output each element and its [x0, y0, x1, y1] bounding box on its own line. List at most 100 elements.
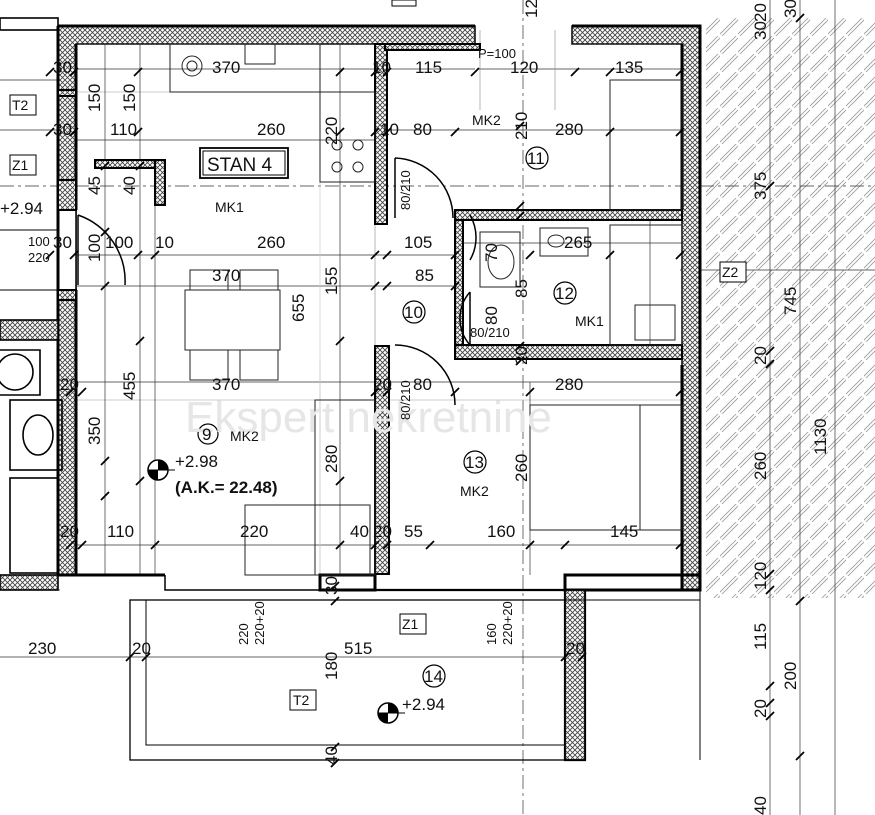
dim-label: 30 [322, 576, 341, 595]
dim-label: 370 [212, 375, 240, 394]
dim-label: 40 [350, 522, 369, 541]
dim-label: 280 [555, 375, 583, 394]
dim-label: 220 [236, 623, 251, 645]
dim-label: 40 [751, 796, 770, 815]
label-z2: Z2 [722, 264, 739, 280]
main-level: +2.98 [175, 452, 218, 471]
dim-label: 85 [512, 279, 531, 298]
dining-table [184, 269, 281, 381]
dim-label: 120 [751, 562, 770, 590]
left-level: +2.94 [0, 199, 43, 218]
dim-label: 20 [132, 639, 151, 658]
interior-walls [57, 43, 683, 575]
dim-label: 160 [484, 623, 499, 645]
dim-label: 10 [372, 58, 391, 77]
dim-label: 155 [322, 267, 341, 295]
dim-label: 10 [155, 233, 174, 252]
dim-label: 40 [120, 176, 139, 195]
exterior-hatch [706, 18, 875, 598]
dim-label: 100 [105, 233, 133, 252]
dim-label: 20 [60, 522, 79, 541]
label-z1-left: Z1 [12, 157, 29, 173]
dim-label: 30 [781, 0, 800, 18]
dim-label: 20 [751, 699, 770, 718]
dim-label: 350 [85, 417, 104, 445]
room-material-9: MK2 [230, 428, 259, 444]
dim-label: 370 [212, 266, 240, 285]
dim-label: 30 [53, 120, 72, 139]
dim-label: 20 [512, 346, 531, 365]
dim-label: 260 [257, 233, 285, 252]
room-material-13: MK2 [460, 483, 489, 499]
label-boxes [9, 0, 747, 711]
label-t2: T2 [12, 97, 29, 113]
dim-label: 230 [28, 639, 56, 658]
dim-label: 265 [564, 233, 592, 252]
sofa [244, 399, 376, 576]
watermark: Ekspert nekretnine [185, 393, 552, 442]
room-material-11: MK2 [472, 112, 501, 128]
door-label-10: 80/210 [398, 170, 413, 210]
label-p100: P=100 [478, 46, 516, 61]
dim-label: 85 [415, 266, 434, 285]
dim-label: 45 [85, 176, 104, 195]
dim-label: 280 [322, 445, 341, 473]
dim-label: 30 [53, 233, 72, 252]
apartment-area: (A.K.= 22.48) [175, 478, 278, 497]
dim-label: 115 [415, 58, 442, 77]
dim-label: 260 [751, 452, 770, 480]
dim-label: 375 [751, 172, 770, 200]
dim-label: 655 [289, 294, 308, 322]
dim-label: 150 [85, 84, 104, 112]
dim-label: 160 [487, 522, 515, 541]
dim-label: 220+20 [500, 601, 515, 645]
dim-label: 745 [781, 287, 800, 315]
kitchen-fixtures [169, 43, 376, 183]
dim-label: 180 [322, 652, 341, 680]
neighbour-left [0, 17, 63, 591]
dim-label: 80 [482, 306, 501, 325]
room-number-11: 11 [527, 149, 545, 168]
dim-label: 20 [751, 3, 770, 22]
dim-label: 220 [322, 117, 341, 145]
apartment-title: STAN 4 [207, 155, 273, 176]
dim-label: 20 [566, 639, 585, 658]
dim-label: 30 [751, 21, 770, 40]
dim-label: 40 [322, 746, 341, 765]
dim-label: 55 [404, 522, 423, 541]
label-z1-bottom: Z1 [402, 616, 419, 632]
room-number-13: 13 [465, 453, 484, 472]
dim-label: 260 [512, 454, 531, 482]
dim-label: 515 [344, 639, 372, 658]
dim-label: 100 [85, 234, 104, 262]
room-number-14: 14 [424, 667, 443, 686]
dim-label: 110 [110, 120, 137, 139]
dim-label: 210 [512, 112, 531, 140]
dim-label: 80 [413, 120, 432, 139]
dim-label: 100 [28, 234, 50, 249]
dim-label: 115 [751, 623, 770, 650]
dim-label: 280 [555, 120, 583, 139]
room-number-10: 10 [404, 303, 423, 322]
room-material-14: T2 [293, 692, 310, 708]
dim-label: 80 [413, 375, 432, 394]
dim-label: 145 [610, 522, 638, 541]
dim-label: 70 [482, 243, 501, 262]
terrace [129, 575, 701, 762]
dim-label: 135 [615, 58, 643, 77]
dim-label: 220 [28, 250, 50, 265]
dim-label: 1130 [811, 418, 830, 455]
dim-label: 110 [107, 522, 134, 541]
door-label-13: 80/210 [398, 380, 413, 420]
door-label-12: 80/210 [470, 325, 510, 340]
dim-label: 220+20 [252, 601, 267, 645]
dim-label: 455 [120, 372, 139, 400]
dim-label: 30 [53, 58, 72, 77]
dim-label: 20 [373, 522, 392, 541]
dim-label: 20 [60, 375, 79, 394]
dim-label: 150 [120, 84, 139, 112]
dimension-labels: 370 115 120 135 30 110 260 10 80 280 30 … [28, 58, 643, 658]
level-markers [147, 459, 405, 724]
dim-label: 105 [404, 233, 432, 252]
